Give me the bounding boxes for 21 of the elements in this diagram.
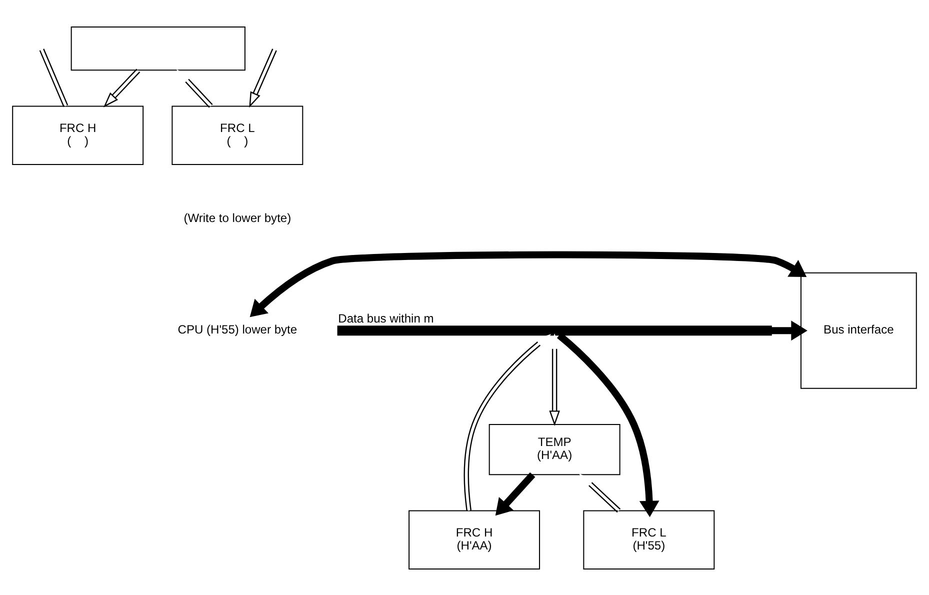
node-box: TEMP (H'AA) xyxy=(488,423,620,475)
node-bar xyxy=(337,325,772,336)
node-box: FRC L ( ) xyxy=(172,105,304,165)
node-text: CPU (H'55) lower byte xyxy=(178,322,298,336)
connector xyxy=(39,48,68,106)
arrow xyxy=(579,472,621,512)
arrow xyxy=(103,68,140,107)
node-label: Data bus within m xyxy=(338,311,434,326)
arrow xyxy=(771,320,808,340)
node-box: FRC H (H'AA) xyxy=(408,510,540,569)
node-box: FRC H ( ) xyxy=(12,105,144,165)
arrow xyxy=(495,472,536,516)
node-box xyxy=(70,26,246,70)
arrow xyxy=(249,48,277,108)
arrow xyxy=(250,250,807,317)
arrow xyxy=(176,68,213,108)
arrow xyxy=(464,334,552,510)
node-box: FRC L (H'55) xyxy=(583,510,715,569)
label: (Write to lower byte) xyxy=(184,210,292,224)
arrow xyxy=(549,332,560,426)
node-box: Bus interface xyxy=(800,272,917,388)
